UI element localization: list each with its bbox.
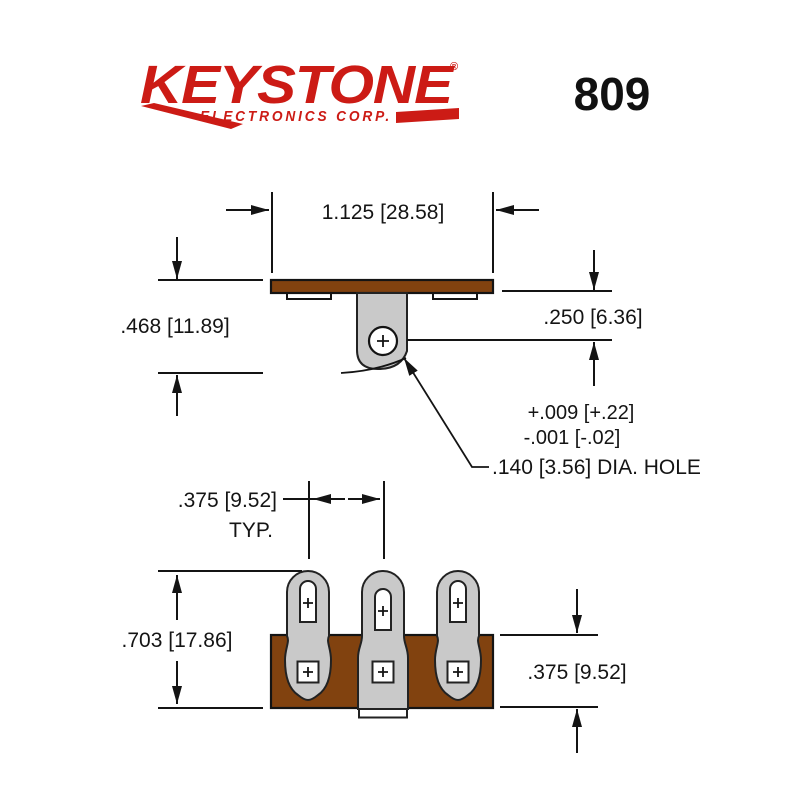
right-height-dimension-label: .250 [6.36] bbox=[543, 306, 642, 329]
hole-tolerance-minus: -.001 [-.02] bbox=[524, 427, 621, 449]
hole-center-cross bbox=[377, 335, 389, 347]
keystone-logo: KEYSTONE ® ELECTRONICS CORP. bbox=[140, 55, 459, 129]
part-number: 809 bbox=[574, 68, 651, 120]
square-cross bbox=[453, 667, 463, 677]
slot-cross bbox=[453, 598, 463, 608]
terminal-middle-mount-tab bbox=[358, 708, 408, 719]
board-height-dimension-label: .375 [9.52] bbox=[527, 661, 626, 684]
square-cross bbox=[303, 667, 313, 677]
terminal-foot-left bbox=[286, 293, 332, 300]
brand-wordmark: KEYSTONE bbox=[140, 55, 455, 115]
side-view-drawing: 1.125 [28.58] .468 [11.89] .250 [6.36] +… bbox=[120, 192, 701, 479]
front-view-drawing: .375 [9.52] TYP. .703 [17.86] bbox=[122, 481, 627, 753]
slot-cross bbox=[378, 606, 388, 616]
header: KEYSTONE ® ELECTRONICS CORP. 809 bbox=[140, 55, 650, 129]
logo-swoosh-left bbox=[141, 103, 243, 129]
left-height-dimension-label: .468 [11.89] bbox=[120, 315, 229, 338]
width-dimension-label: 1.125 [28.58] bbox=[322, 201, 445, 224]
pitch-dimension-label: .375 [9.52] bbox=[178, 489, 277, 512]
pitch-typ-label: TYP. bbox=[229, 519, 273, 542]
terminal-fold-arc bbox=[340, 357, 407, 374]
logo-swoosh-right bbox=[396, 108, 459, 123]
square-cross bbox=[378, 667, 388, 677]
terminal-middle bbox=[357, 570, 409, 710]
registered-mark: ® bbox=[450, 61, 458, 73]
hole-dimension-label: .140 [3.56] DIA. HOLE bbox=[492, 456, 701, 479]
brand-subtitle: ELECTRONICS CORP. bbox=[200, 109, 392, 125]
slot-cross bbox=[303, 598, 313, 608]
hole-tolerance-plus: +.009 [+.22] bbox=[528, 402, 635, 424]
terminal-foot-right bbox=[432, 293, 478, 300]
height-dimension-label: .703 [17.86] bbox=[122, 629, 233, 652]
phenolic-board-side bbox=[269, 278, 495, 295]
hole-leader-arrow bbox=[403, 357, 489, 468]
